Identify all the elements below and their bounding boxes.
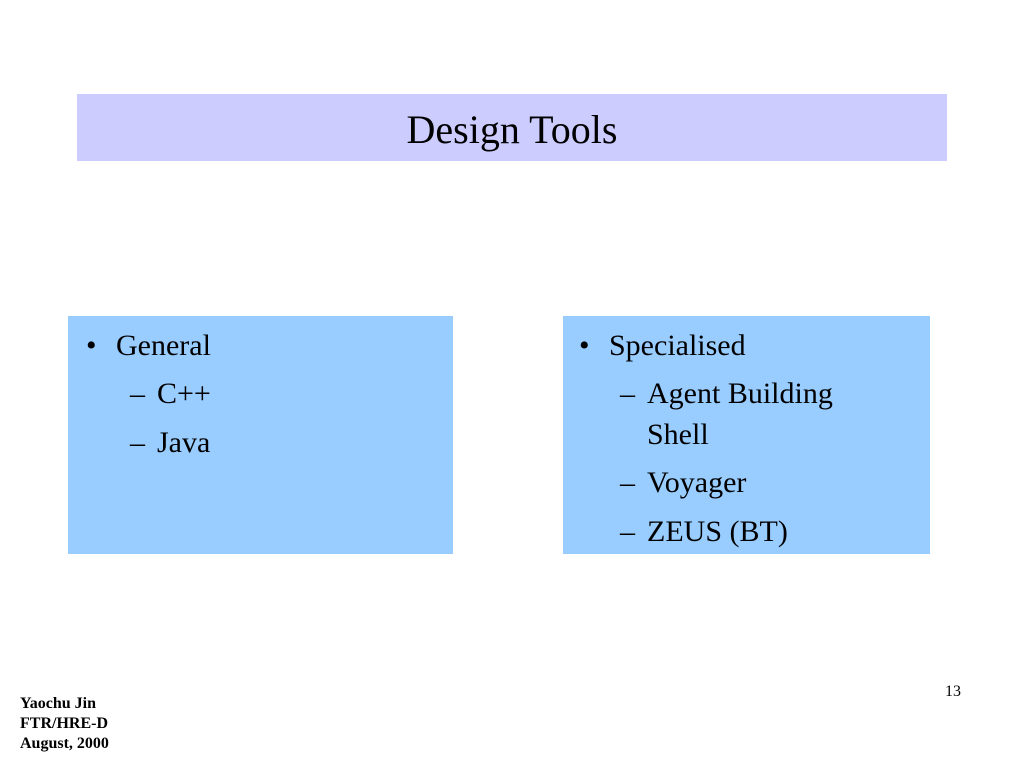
footer-department: FTR/HRE-D [20, 715, 108, 732]
dash-marker: – [620, 466, 635, 499]
dash-marker: – [130, 377, 145, 410]
specialised-bullet: • Specialised [579, 331, 746, 361]
dash-marker: – [620, 377, 635, 410]
list-item-text: Java [157, 426, 211, 459]
list-item-text: ZEUS (BT) [647, 515, 788, 548]
footer-date: August, 2000 [20, 735, 109, 752]
page-number: 13 [945, 683, 961, 700]
footer-author: Yaochu Jin [20, 695, 97, 712]
dash-marker: – [130, 426, 145, 459]
list-item: – C++ [130, 377, 211, 414]
slide-title: Design Tools [406, 106, 618, 152]
list-item-text: Agent Building Shell [647, 377, 833, 451]
list-item-text: Voyager [647, 466, 747, 499]
general-bullet: • General [86, 331, 211, 361]
general-heading: General [116, 329, 211, 362]
list-item: – Agent Building Shell [620, 377, 880, 455]
dash-marker: – [620, 515, 635, 548]
title-banner: Design Tools [77, 94, 947, 161]
specialised-heading: Specialised [609, 329, 746, 362]
list-item: – Java [130, 426, 210, 463]
list-item: – ZEUS (BT) [620, 515, 788, 552]
list-item-text: C++ [157, 377, 211, 410]
list-item: – Voyager [620, 466, 746, 503]
footer-credits: Yaochu Jin FTR/HRE-D August, 2000 [20, 694, 109, 754]
specialised-tools-box: • Specialised – Agent Building Shell – Vo… [563, 316, 930, 554]
bullet-marker: • [86, 329, 97, 362]
bullet-marker: • [579, 329, 590, 362]
general-tools-box: • General – C++ – Java [68, 316, 453, 554]
